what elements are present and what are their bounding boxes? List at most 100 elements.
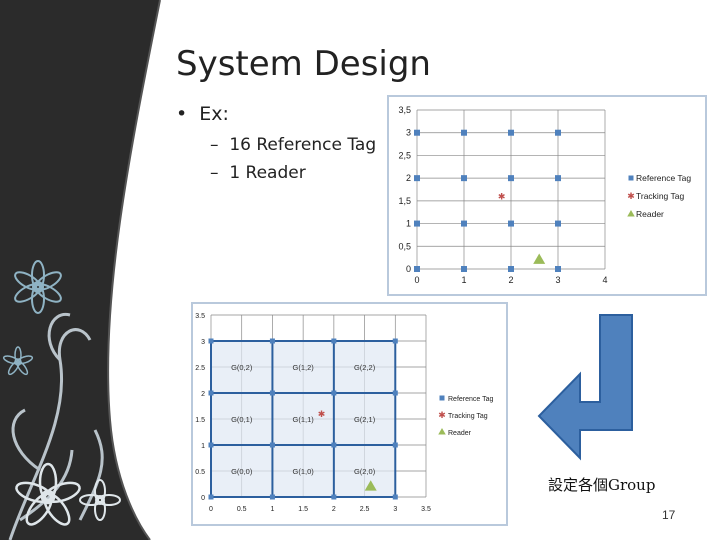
data-point [414,266,420,272]
page-number: 17 [662,508,676,522]
data-point [508,129,514,136]
data-point [208,338,214,344]
x-tick-label: 1 [461,275,466,285]
legend-marker [627,210,635,217]
y-tick-label: 0 [201,495,205,502]
data-point: ✱ [498,191,506,201]
data-point [392,338,398,344]
data-point [392,390,398,396]
data-point [208,442,214,448]
data-point [555,266,561,272]
y-tick-label: 3 [406,128,411,138]
legend-label: Reference Tag [448,396,494,403]
x-tick-label: 2 [332,506,336,513]
data-point [414,220,420,227]
data-point [269,390,275,396]
y-tick-label: 2,5 [398,150,411,160]
group-label: G(1,2) [293,363,315,372]
data-point [331,494,337,500]
data-point [555,175,561,182]
y-tick-label: 1 [406,219,411,229]
slide-title: System Design [176,44,431,84]
x-tick-label: 2 [508,275,513,285]
x-tick-label: 4 [602,275,607,285]
x-tick-label: 0 [414,275,419,285]
flower-bud-icon [79,479,121,521]
group-label: G(0,0) [231,467,253,476]
x-tick-label: 3.5 [421,506,431,513]
data-point [331,390,337,396]
x-tick-label: 0.5 [237,506,247,513]
legend-marker [439,395,445,401]
x-tick-label: 3 [393,506,397,513]
data-point [461,266,467,272]
group-label: G(2,2) [354,363,376,372]
group-label: G(2,0) [354,467,376,476]
dark-panel-background [0,0,160,540]
data-point [269,494,275,500]
y-tick-label: 2.5 [195,365,205,372]
y-tick-label: 1,5 [398,196,411,206]
data-point [392,442,398,448]
y-tick-label: 1 [201,443,205,450]
x-tick-label: 1 [270,506,274,513]
data-point [208,494,214,500]
large-flower-icon [15,462,81,526]
group-area-fill [211,341,396,497]
y-tick-label: 3,5 [398,105,411,115]
panel-highlight-edge [107,0,161,540]
data-point [208,390,214,396]
y-tick-label: 2 [406,173,411,183]
legend-marker: ✱ [438,410,446,420]
data-point [508,175,514,182]
flower-icon [14,260,62,314]
data-point [555,220,561,227]
data-point: ✱ [318,409,326,419]
group-label: G(0,1) [231,415,253,424]
data-point [331,338,337,344]
sub-bullet-label: 16 Reference Tag [229,135,377,155]
legend-label: Reader [448,430,472,437]
legend-marker [438,428,446,435]
data-point [414,129,420,136]
y-tick-label: 2 [201,391,205,398]
legend-label: Tracking Tag [448,413,488,420]
data-point [414,175,420,182]
data-point [508,266,514,272]
bullet-main-label: Ex: [199,103,229,125]
x-tick-label: 2.5 [360,506,370,513]
group-label: G(1,1) [293,415,315,424]
y-tick-label: 1.5 [195,417,205,424]
bullet-main: • Ex: [176,103,229,125]
data-point [508,220,514,227]
group-label: G(0,2) [231,363,253,372]
legend-label: Tracking Tag [636,191,684,201]
y-tick-label: 0 [406,264,411,274]
legend-label: Reader [636,209,664,219]
x-tick-label: 1.5 [298,506,308,513]
group-caption: 設定各個Group [548,476,656,494]
small-flower-icon [2,346,34,376]
sub-bullet: – 1 Reader [210,163,306,183]
group-label: G(1,0) [293,467,315,476]
legend-marker: ✱ [627,191,635,201]
data-point [555,129,561,136]
data-point [269,338,275,344]
x-tick-label: 0 [209,506,213,513]
data-point [461,129,467,136]
y-tick-label: 3.5 [195,313,205,320]
data-point [533,253,546,264]
group-label: G(2,1) [354,415,376,424]
y-tick-label: 3 [201,339,205,346]
data-point [269,442,275,448]
legend-marker [628,175,634,181]
x-tick-label: 3 [555,275,560,285]
legend-label: Reference Tag [636,173,691,183]
data-point [392,494,398,500]
pointing-arrow-icon [537,314,633,461]
